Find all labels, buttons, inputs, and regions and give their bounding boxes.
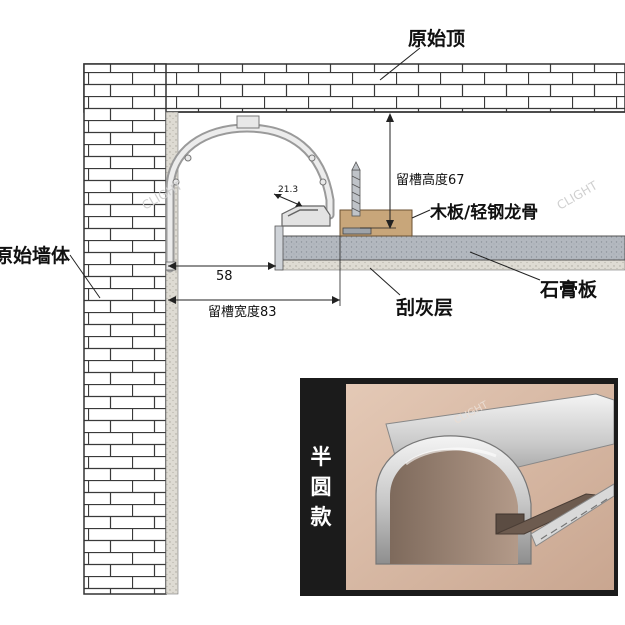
product-style-tag: 半 圆 款	[300, 378, 342, 596]
screw	[342, 161, 372, 235]
brick-ceiling	[83, 63, 625, 113]
label-original-wall: 原始墙体	[0, 244, 71, 267]
label-putty-layer: 刮灰层	[396, 296, 453, 319]
label-groove-height: 留槽高度67	[396, 172, 465, 188]
semicircle-led-profile	[165, 115, 335, 273]
putty-layer-ceiling	[280, 259, 625, 271]
dimension-58	[168, 262, 276, 270]
tag-char-3: 款	[310, 505, 332, 529]
leader-putty	[369, 267, 401, 296]
tag-char-2: 圆	[310, 475, 332, 499]
product-photo-panel: 半 圆 款	[300, 378, 618, 596]
dimension-groove-height	[360, 113, 396, 229]
leader-original-wall	[69, 254, 101, 299]
label-gypsum-board: 石膏板	[539, 278, 598, 301]
leader-wood	[411, 209, 431, 219]
leader-gypsum	[469, 251, 541, 281]
label-dim-21-3: 21.3	[278, 185, 298, 195]
label-original-ceiling: 原始顶	[408, 27, 465, 50]
gypsum-board	[280, 235, 625, 261]
svg-text:CLIGHT: CLIGHT	[555, 178, 601, 213]
label-groove-width: 留槽宽度83	[208, 304, 277, 320]
product-photo: CLIGHT	[346, 384, 614, 590]
brick-wall	[83, 63, 167, 595]
dimension-21-3	[273, 193, 303, 207]
tag-char-1: 半	[310, 445, 332, 469]
dimension-groove-width	[168, 236, 341, 306]
label-wood-board: 木板/轻钢龙骨	[429, 202, 538, 223]
leader-original-ceiling	[379, 47, 421, 81]
label-dim-58: 58	[216, 269, 233, 284]
